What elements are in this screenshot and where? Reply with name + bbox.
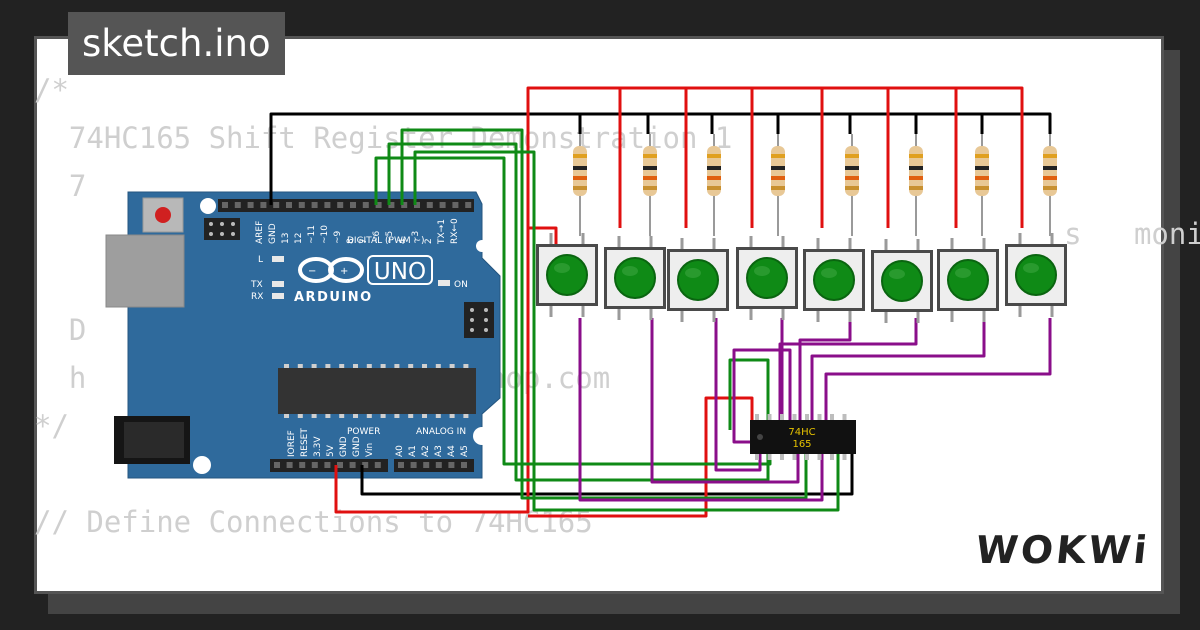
resistor[interactable] xyxy=(845,134,859,236)
analog-pin-label: A5 xyxy=(460,445,470,457)
push-button[interactable] xyxy=(1005,233,1067,317)
power-pin-label: 5V xyxy=(326,444,336,457)
shift-register-chip[interactable]: 74HC 165 xyxy=(750,414,856,460)
chip-label-line2: 165 xyxy=(792,439,811,450)
push-button[interactable] xyxy=(871,239,933,323)
digital-pin-label: 7 xyxy=(359,238,369,244)
resistor[interactable] xyxy=(643,134,657,236)
board-brand: ARDUINO xyxy=(294,290,373,305)
ground-wires xyxy=(269,112,1052,496)
code-line: */ xyxy=(34,409,69,443)
analog-pin-label: A3 xyxy=(434,445,444,457)
power-pin-label: RESET xyxy=(300,428,310,457)
resistor[interactable] xyxy=(975,134,989,236)
power-pin-label: IOREF xyxy=(287,430,297,457)
power-header-label: POWER xyxy=(347,427,380,437)
led-label-on: ON xyxy=(454,280,468,290)
push-button[interactable] xyxy=(667,238,729,322)
digital-pin-label: 13 xyxy=(281,233,291,244)
power-pin-label: 3.3V xyxy=(313,436,323,457)
code-line: 7 xyxy=(34,169,87,203)
digital-pin-label: 8 xyxy=(346,238,356,244)
push-buttons xyxy=(536,233,1067,323)
svg-text:+: + xyxy=(340,266,348,277)
led-label-rx: RX xyxy=(251,292,263,302)
digital-pin-label: 12 xyxy=(294,233,304,244)
push-button[interactable] xyxy=(803,238,865,322)
board-model: UNO xyxy=(374,259,426,285)
digital-pin-label: 4 xyxy=(398,238,408,244)
resistor[interactable] xyxy=(909,134,923,236)
digital-pin-label: 2 xyxy=(424,238,434,244)
analog-pin-label: A0 xyxy=(395,445,405,457)
digital-pin-label: ~9 xyxy=(333,230,343,244)
push-button[interactable] xyxy=(736,236,798,320)
pull-down-resistors xyxy=(573,134,1057,236)
svg-text:−: − xyxy=(308,266,316,277)
push-button[interactable] xyxy=(536,233,598,317)
chip-label-line1: 74HC xyxy=(788,427,815,438)
resistor[interactable] xyxy=(573,134,587,236)
reset-button[interactable] xyxy=(155,207,171,223)
resistor[interactable] xyxy=(1043,134,1057,236)
analog-header-label: ANALOG IN xyxy=(416,427,466,437)
code-line: 74HC165 Shift Register Demonstration 1 xyxy=(34,121,733,155)
digital-header[interactable] xyxy=(218,199,474,212)
resistor[interactable] xyxy=(771,134,785,236)
digital-pin-label: AREF xyxy=(255,221,265,244)
power-pin-label: Vin xyxy=(365,443,375,457)
digital-pin-label: ~6 xyxy=(372,230,382,244)
switch-wires xyxy=(578,318,1052,502)
led-label-tx: TX xyxy=(250,280,263,290)
analog-pin-label: A1 xyxy=(408,445,418,457)
code-line: /* xyxy=(34,73,69,107)
digital-pin-label: TX→1 xyxy=(437,219,447,245)
wokwi-logo: WOKWi xyxy=(973,528,1152,572)
push-button[interactable] xyxy=(604,236,666,320)
power-pin-label: GND xyxy=(339,436,349,457)
control-wires xyxy=(374,128,840,512)
atmega-chip xyxy=(278,368,476,414)
led-label-l: L xyxy=(258,255,263,265)
power-wires xyxy=(334,86,1024,518)
power-pin-label: GND xyxy=(352,436,362,457)
digital-pin-label: ~10 xyxy=(320,225,330,244)
digital-pin-label: RX←0 xyxy=(450,218,460,244)
digital-header-label: DIGITAL (PWM ~) xyxy=(347,236,425,246)
digital-pin-label: ~5 xyxy=(385,231,395,244)
push-button[interactable] xyxy=(937,238,999,322)
filename-tab[interactable]: sketch.ino xyxy=(68,12,285,75)
digital-pin-label: ~11 xyxy=(307,225,317,244)
resistor[interactable] xyxy=(707,134,721,236)
analog-pin-label: A4 xyxy=(447,445,457,457)
arduino-infinity-logo xyxy=(298,257,364,283)
digital-pin-label: GND xyxy=(268,223,278,244)
digital-pin-label: ~3 xyxy=(411,231,421,244)
analog-pin-label: A2 xyxy=(421,445,431,457)
